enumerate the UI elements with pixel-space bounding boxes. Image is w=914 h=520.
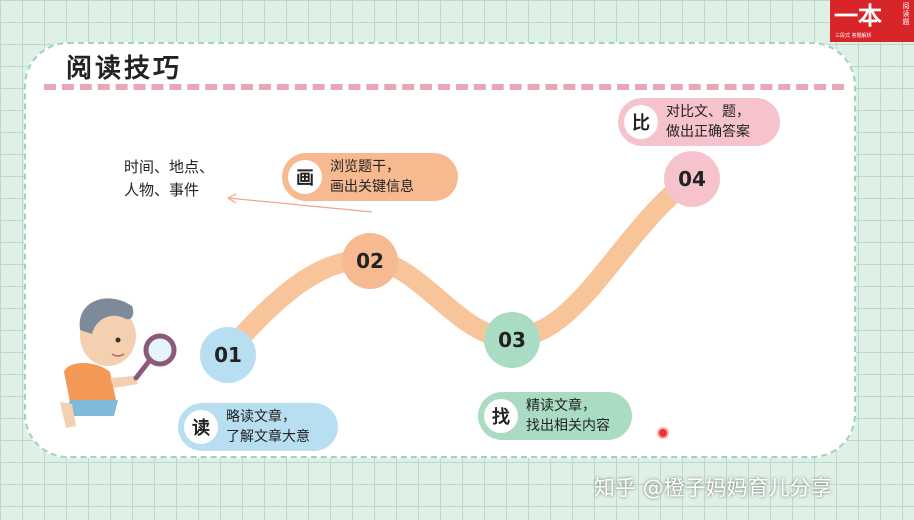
brand-logo: 一本 阅读题 三段式 答题解析 [830, 0, 914, 42]
step-read-line-2: 了解文章大意 [226, 429, 310, 445]
step-pill-find: 找 精读文章， 找出相关内容 [478, 392, 632, 440]
step-mark-line-2: 画出关键信息 [330, 179, 414, 195]
hint-note: 时间、地点、 人物、事件 [124, 156, 214, 202]
step-pill-mark: 画 浏览题干， 画出关键信息 [282, 153, 458, 201]
title-divider [44, 84, 844, 90]
curve-path [218, 168, 702, 362]
logo-main-text: 一本 [834, 2, 882, 30]
step-pill-read: 读 略读文章， 了解文章大意 [178, 403, 338, 451]
compare-badge-icon: 比 [624, 105, 658, 139]
step-compare-line-2: 做出正确答案 [666, 124, 750, 140]
find-badge-icon: 找 [484, 399, 518, 433]
note-line-1: 时间、地点、 [124, 158, 215, 176]
boy-with-magnifier-illustration [60, 298, 177, 428]
logo-tagline: 三段式 答题解析 [835, 33, 872, 39]
step-compare-line-1: 对比文、题， [666, 104, 750, 120]
step-node-03: 03 [484, 312, 540, 368]
cursor-dot-icon [659, 429, 667, 437]
step-find-line-2: 找出相关内容 [526, 418, 610, 434]
step-node-01: 01 [200, 327, 256, 383]
note-arrow [227, 197, 373, 213]
step-mark-line-1: 浏览题干， [330, 159, 400, 175]
read-badge-icon: 读 [184, 410, 218, 444]
step-read-line-1: 略读文章， [226, 409, 296, 425]
step-pill-compare: 比 对比文、题， 做出正确答案 [618, 98, 780, 146]
page-title: 阅读技巧 [66, 54, 183, 84]
logo-side-text: 阅读题 [902, 2, 910, 26]
note-line-2: 人物、事件 [124, 181, 200, 199]
mark-badge-icon: 画 [288, 160, 322, 194]
step-find-line-1: 精读文章， [526, 398, 596, 414]
step-node-02: 02 [342, 233, 398, 289]
watermark: 知乎 @橙子妈妈育儿分享 [594, 476, 832, 500]
step-node-04: 04 [664, 151, 720, 207]
note-arrow-head [226, 193, 237, 204]
